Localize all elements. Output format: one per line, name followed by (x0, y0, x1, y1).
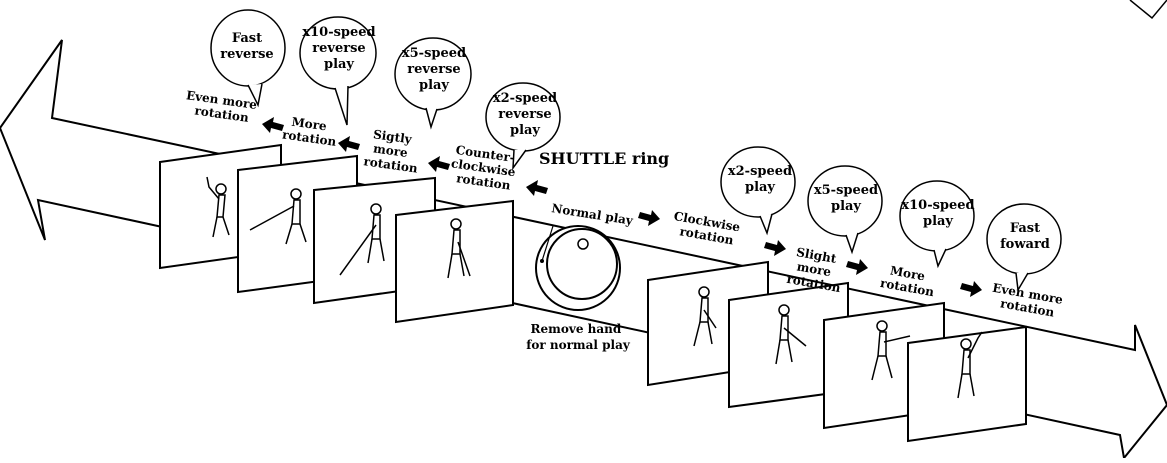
svg-text:Sigtly more rotati: Sigtly more rotation (363, 126, 423, 175)
bubble-forward-x10-line-2: play (923, 214, 953, 229)
remove-hand-line-2: for normal play (526, 338, 631, 352)
bubble-reverse-x10-line-2: reverse (312, 41, 365, 56)
bubble-reverse-x10-line-1: x10-speed (302, 25, 375, 40)
bubble-reverse-fast-line-1: Fast (232, 31, 262, 46)
arrow-left-3 (338, 136, 360, 152)
bubble-reverse-x10-line-3: play (324, 57, 354, 72)
arrow-left-4 (262, 117, 284, 133)
bubble-forward-x2-line-1: x2-speed (728, 164, 792, 179)
bubble-forward-fast-line-2: foward (1000, 237, 1050, 252)
normal-play-label: Normal play (551, 201, 635, 228)
svg-text:Clockwise rotation: Clockwise rotation (670, 209, 745, 249)
arrow-left-1 (526, 180, 548, 196)
corner-arrow-fragment (1130, 0, 1167, 18)
bubble-reverse-x5-line-2: reverse (407, 62, 460, 77)
rev-rotation-3-line-2: rotation (281, 128, 337, 149)
arrow-left-2 (428, 156, 450, 172)
bubble-forward-x2-line-2: play (745, 180, 775, 195)
arrow-right-3 (846, 259, 868, 275)
svg-text:More rotation: More rotation (281, 114, 339, 149)
shuttle-ring-label: SHUTTLE ring (539, 149, 669, 168)
svg-text:More rotation: More rotation (879, 262, 938, 299)
bubble-reverse-x2-line-2: reverse (498, 107, 551, 122)
bubble-forward-fast-line-1: Fast (1010, 221, 1040, 236)
remove-hand-label: Remove hand for normal play (526, 322, 631, 352)
bubble-forward-x10-line-1: x10-speed (901, 198, 974, 213)
arrow-right-2 (764, 240, 786, 256)
bubble-reverse-x5-line-1: x5-speed (402, 46, 466, 61)
rev-rotation-2-line-3: rotation (363, 154, 419, 175)
svg-text:Even more rotation: Even more rotation (183, 88, 262, 126)
svg-text:Counter- clockwise: Counter- clockwise rotation (448, 143, 522, 194)
arrow-right-4 (960, 281, 982, 297)
bubble-forward-x5-line-1: x5-speed (814, 183, 878, 198)
shuttle-ring (536, 226, 620, 310)
bubble-forward-x5-line-2: play (831, 199, 861, 214)
bubble-reverse-x5-line-3: play (419, 78, 449, 93)
frame-reverse-1 (396, 201, 513, 322)
svg-text:Even more rotation: Even more rotation (989, 281, 1068, 322)
remove-hand-line-1: Remove hand (531, 322, 622, 336)
arrow-right-1 (638, 210, 660, 226)
bubble-reverse-x2-line-1: x2-speed (493, 91, 557, 106)
bubble-reverse-fast-line-2: reverse (220, 47, 273, 62)
bubble-reverse-x2-line-3: play (510, 123, 540, 138)
frame-forward-4 (908, 327, 1026, 441)
